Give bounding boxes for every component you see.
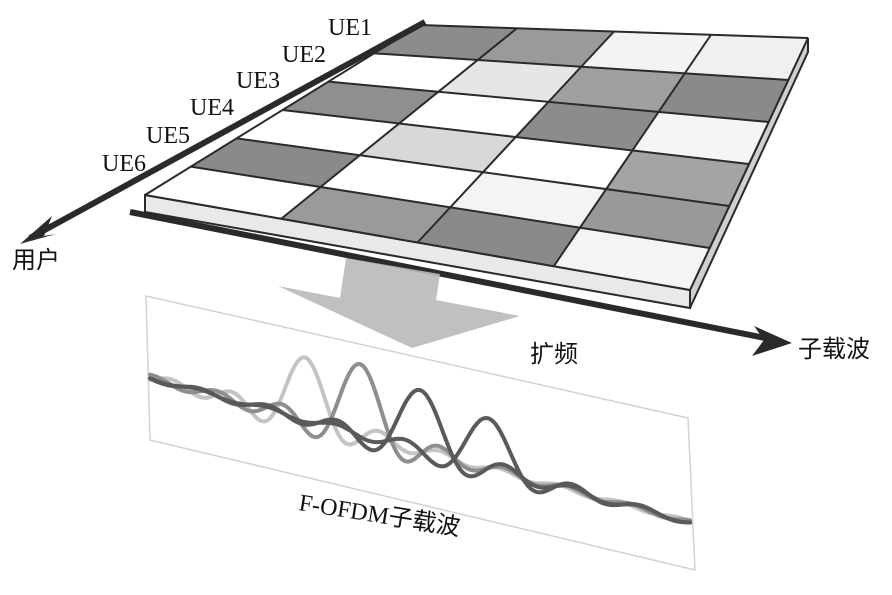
grid-cell bbox=[684, 34, 808, 80]
grid-cell bbox=[190, 138, 360, 187]
spread-label: 扩频 bbox=[530, 340, 578, 368]
spread-arrow-icon bbox=[278, 258, 520, 348]
watermark-juejin: @稀土掘金技术社区 bbox=[718, 554, 853, 572]
watermark-csdn: CSDN @快把我骂醒 bbox=[704, 572, 842, 590]
ue-label-2: UE2 bbox=[282, 42, 326, 68]
grid-cell bbox=[399, 91, 549, 137]
grid-col-line bbox=[552, 34, 712, 267]
subcarrier-axis-arrowhead bbox=[752, 326, 792, 356]
ue-label-1: UE1 bbox=[328, 15, 372, 41]
grid-cell bbox=[145, 166, 321, 219]
grid-cell bbox=[483, 137, 633, 190]
ue-label-5: UE5 bbox=[146, 123, 190, 149]
subcarrier-axis-label: 子载波 bbox=[798, 335, 870, 363]
grid-cell bbox=[450, 172, 607, 228]
grid-col-line bbox=[144, 24, 421, 196]
user-axis-arrowhead bbox=[20, 216, 52, 244]
waveform-panel bbox=[145, 295, 696, 571]
grid-cell bbox=[515, 101, 659, 151]
grid-cell bbox=[581, 31, 711, 74]
ue-label-4: UE4 bbox=[190, 95, 234, 121]
grid-cell bbox=[477, 28, 614, 67]
grid-cell bbox=[548, 66, 685, 112]
subcarrier-waveforms bbox=[148, 355, 692, 525]
user-axis-label: 用户 bbox=[12, 246, 60, 274]
grid-col-line bbox=[689, 37, 809, 291]
grid-cell bbox=[658, 73, 789, 122]
resource-grid-lines bbox=[144, 24, 809, 291]
grid-cell bbox=[553, 227, 710, 290]
grid-cell bbox=[374, 25, 517, 60]
ue-label-3: UE3 bbox=[236, 68, 280, 94]
grid-cell bbox=[438, 60, 582, 102]
grid-col-line bbox=[416, 30, 615, 244]
grid-cell bbox=[320, 155, 483, 208]
subcarrier-axis bbox=[129, 209, 792, 356]
ue-label-6: UE6 bbox=[102, 151, 146, 177]
grid-cell bbox=[236, 110, 400, 156]
grid-cell bbox=[282, 81, 439, 124]
grid-cell bbox=[606, 150, 749, 206]
user-axis bbox=[20, 19, 427, 244]
grid-cell bbox=[328, 53, 478, 92]
subcarrier-wave-4 bbox=[148, 376, 692, 525]
grid-col-line bbox=[280, 27, 518, 220]
grid-cell bbox=[632, 111, 769, 164]
